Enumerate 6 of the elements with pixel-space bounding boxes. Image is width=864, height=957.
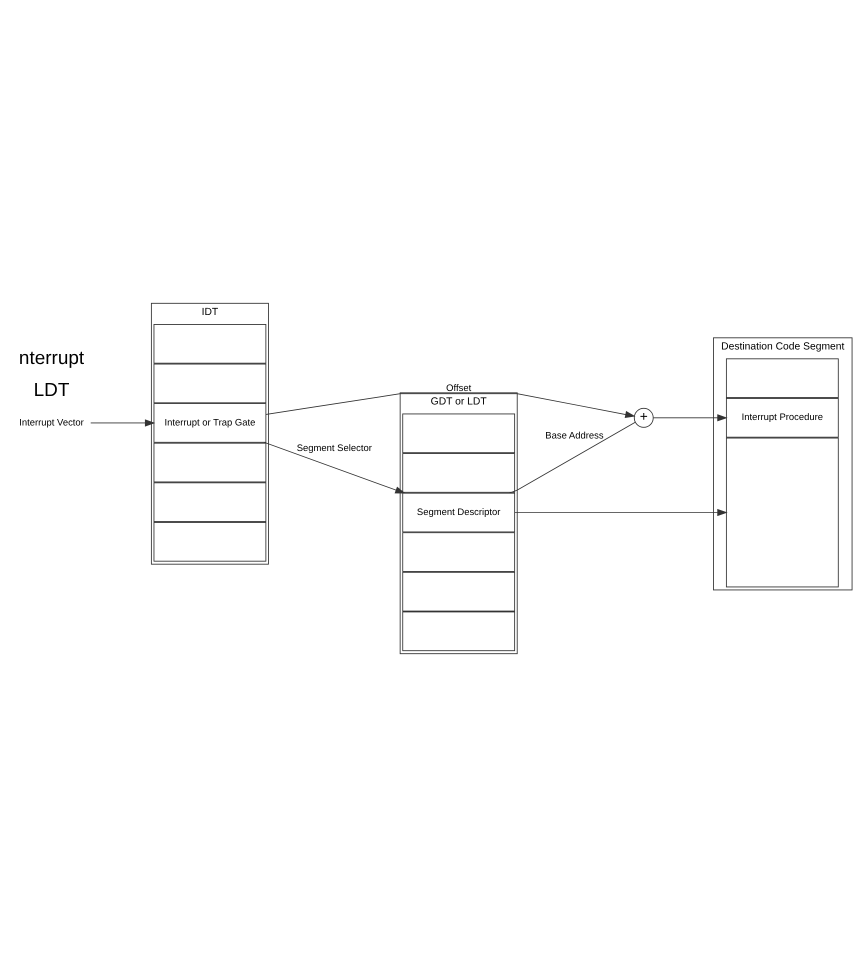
node-text: Interrupt Vector: [19, 417, 84, 428]
label: LDT: [34, 380, 70, 401]
label: nterrupt: [18, 348, 84, 370]
edge-label: Offset: [446, 382, 472, 394]
edge-label: Base Address: [545, 430, 604, 442]
edge-label: Segment Selector: [296, 443, 372, 454]
